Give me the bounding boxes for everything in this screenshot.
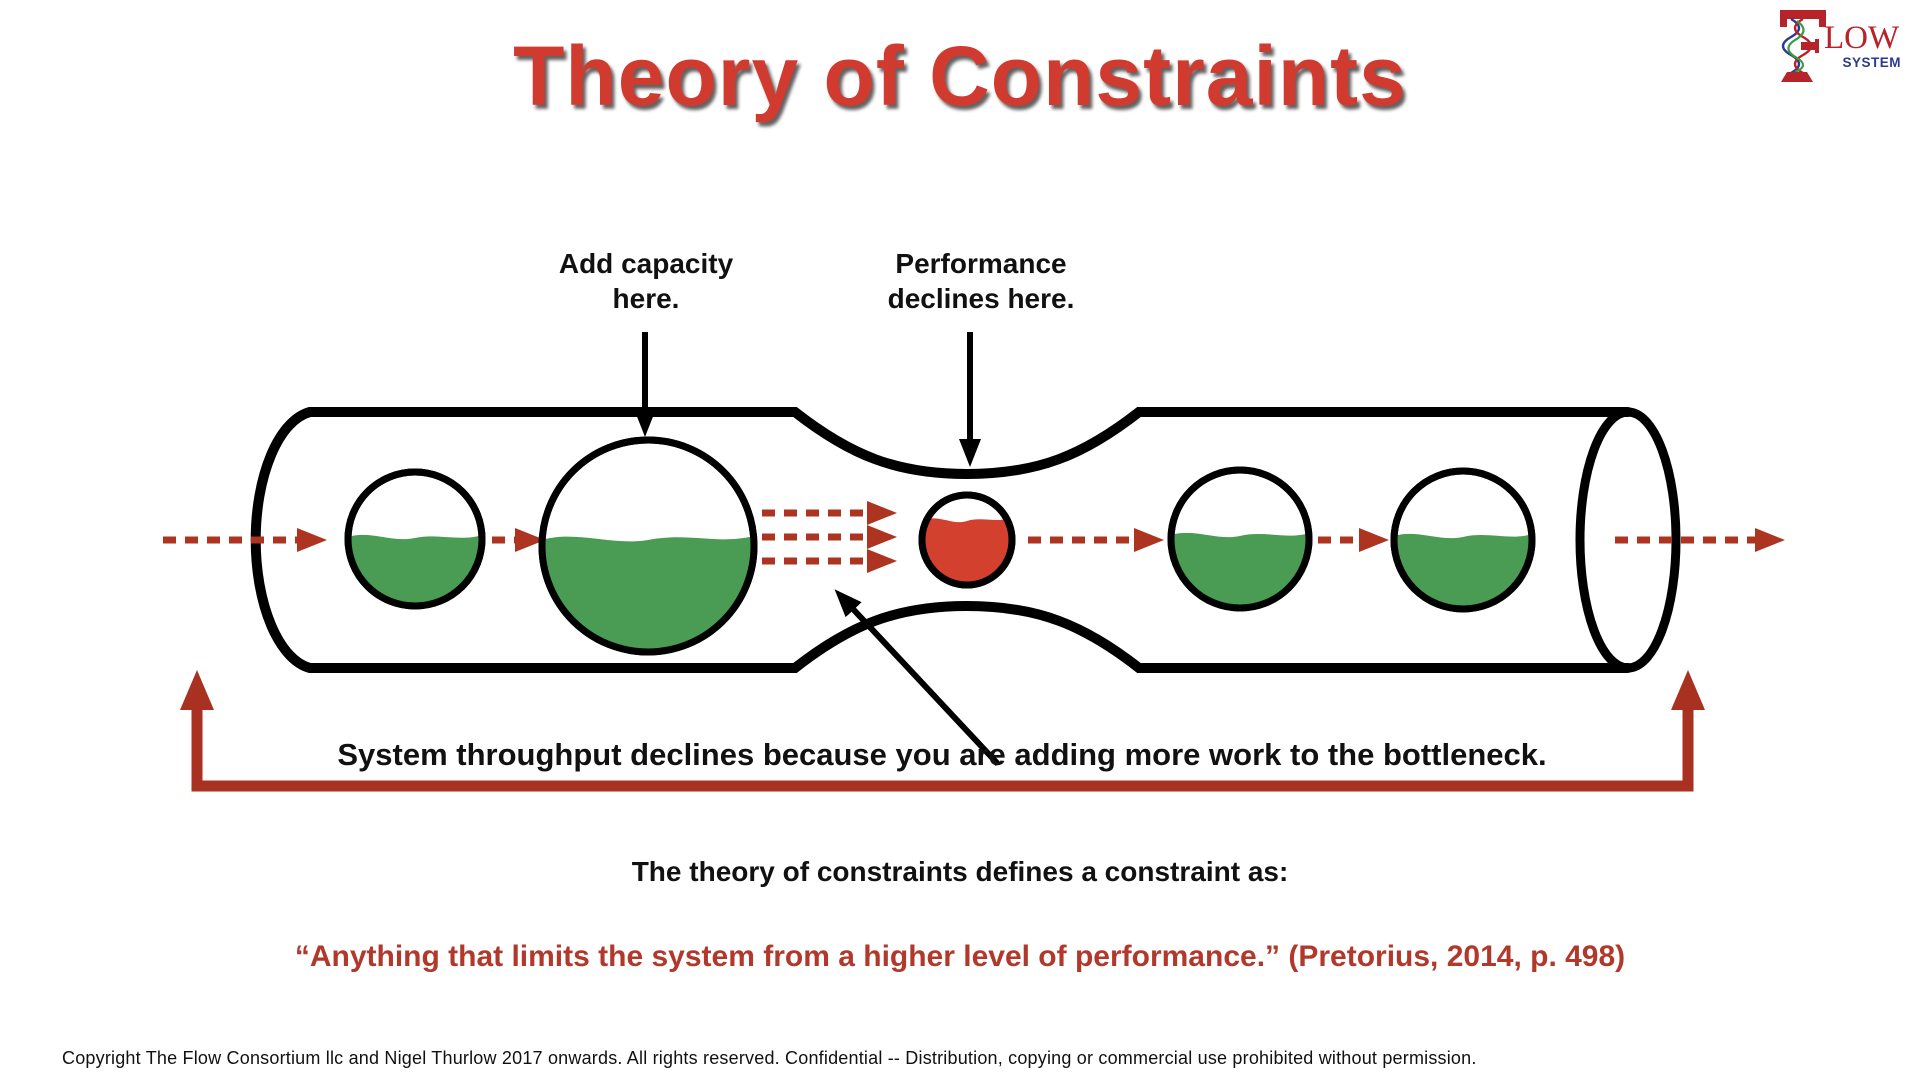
copyright-line: Copyright The Flow Consortium llc and Ni… (62, 1048, 1477, 1068)
work-circle-3 (1167, 466, 1313, 612)
work-circle-2-add-capacity (538, 436, 758, 656)
logo-system-text: SYSTEM (1842, 55, 1901, 70)
performance-declines-label: Performance declines here. (887, 248, 1075, 314)
logo-flow-text: LOW (1824, 20, 1900, 56)
throughput-note-arrow (834, 589, 1001, 767)
pipe-opening-ellipse (1575, 407, 1681, 673)
page-title: Theory of Constraints (513, 29, 1407, 123)
work-circle-1 (344, 468, 486, 610)
throughput-note: System throughput declines because you a… (337, 737, 1547, 772)
work-circle-4 (1390, 467, 1536, 613)
flow-arrows-converging (762, 501, 897, 573)
add-capacity-label: Add capacity here. (558, 248, 734, 314)
pipe-top-edge (305, 407, 1633, 480)
flow-f-helix-icon (1780, 10, 1826, 82)
throughput-bracket (180, 670, 1705, 792)
constraint-quote: “Anything that limits the system from a … (294, 940, 1626, 973)
definition-heading: The theory of constraints defines a cons… (631, 856, 1289, 887)
bottleneck-circle (918, 491, 1016, 589)
pipe-bottom-edge (305, 600, 1633, 673)
flow-system-logo: LOW SYSTEM (1774, 6, 1906, 86)
